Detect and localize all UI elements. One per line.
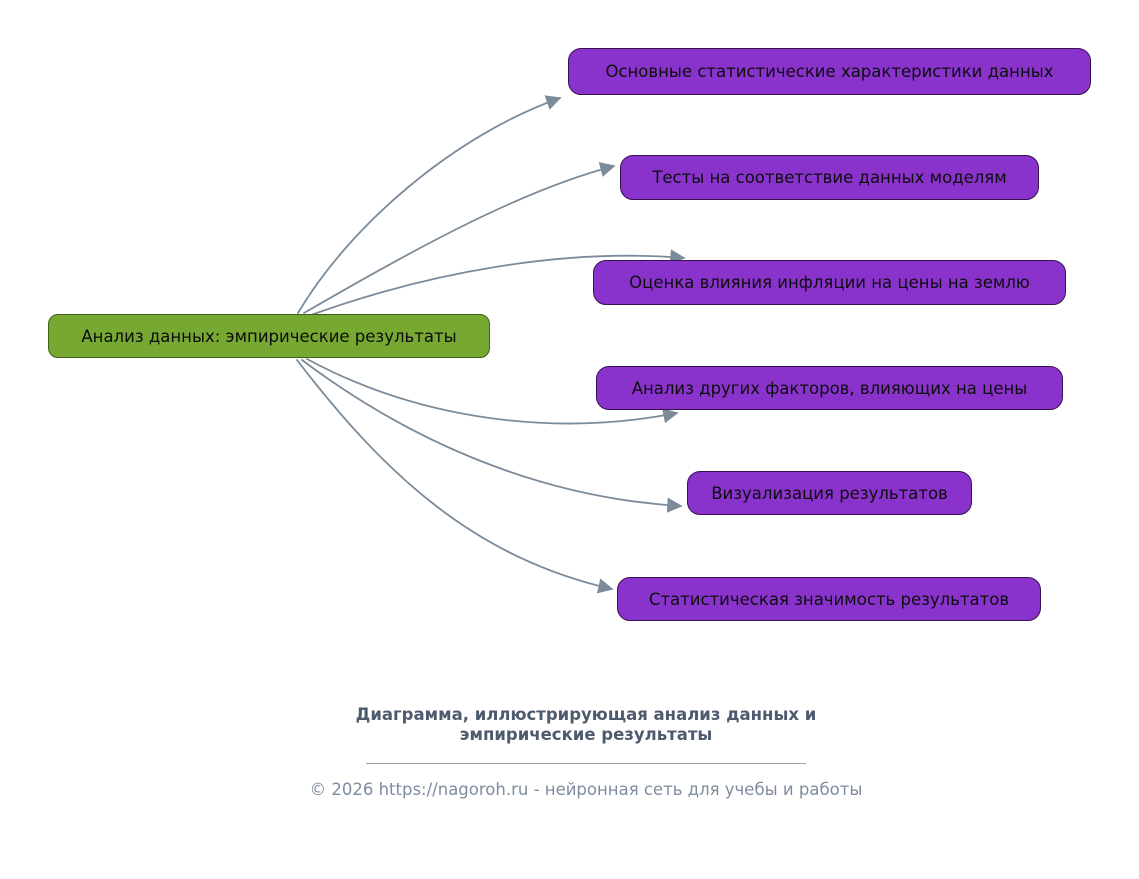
branch-node-visualization: Визуализация результатов xyxy=(687,471,972,515)
branch-node-model-tests: Тесты на соответствие данных моделям xyxy=(620,155,1039,200)
edge-to-branch-1 xyxy=(303,162,616,314)
caption-block: Диаграмма, иллюстрирующая анализ данных … xyxy=(286,705,886,799)
branch-node-statistics: Основные статистические характеристики д… xyxy=(568,48,1091,95)
root-node: Анализ данных: эмпирические результаты xyxy=(48,314,490,358)
caption-title: Диаграмма, иллюстрирующая анализ данных … xyxy=(286,705,886,745)
edge-to-branch-5 xyxy=(296,359,614,594)
caption-footer: © 2026 https://nagoroh.ru - нейронная се… xyxy=(309,779,863,799)
branch-node-other-factors: Анализ других факторов, влияющих на цены xyxy=(596,366,1063,410)
caption-title-line-2: эмпирические результаты xyxy=(459,724,713,744)
branch-node-inflation-impact: Оценка влияния инфляции на цены на землю xyxy=(593,260,1066,305)
caption-title-line-1: Диаграмма, иллюстрирующая анализ данных … xyxy=(355,705,817,724)
caption-divider xyxy=(366,762,806,764)
branch-node-significance: Статистическая значимость результатов xyxy=(617,577,1041,621)
edge-to-branch-0 xyxy=(297,95,562,314)
